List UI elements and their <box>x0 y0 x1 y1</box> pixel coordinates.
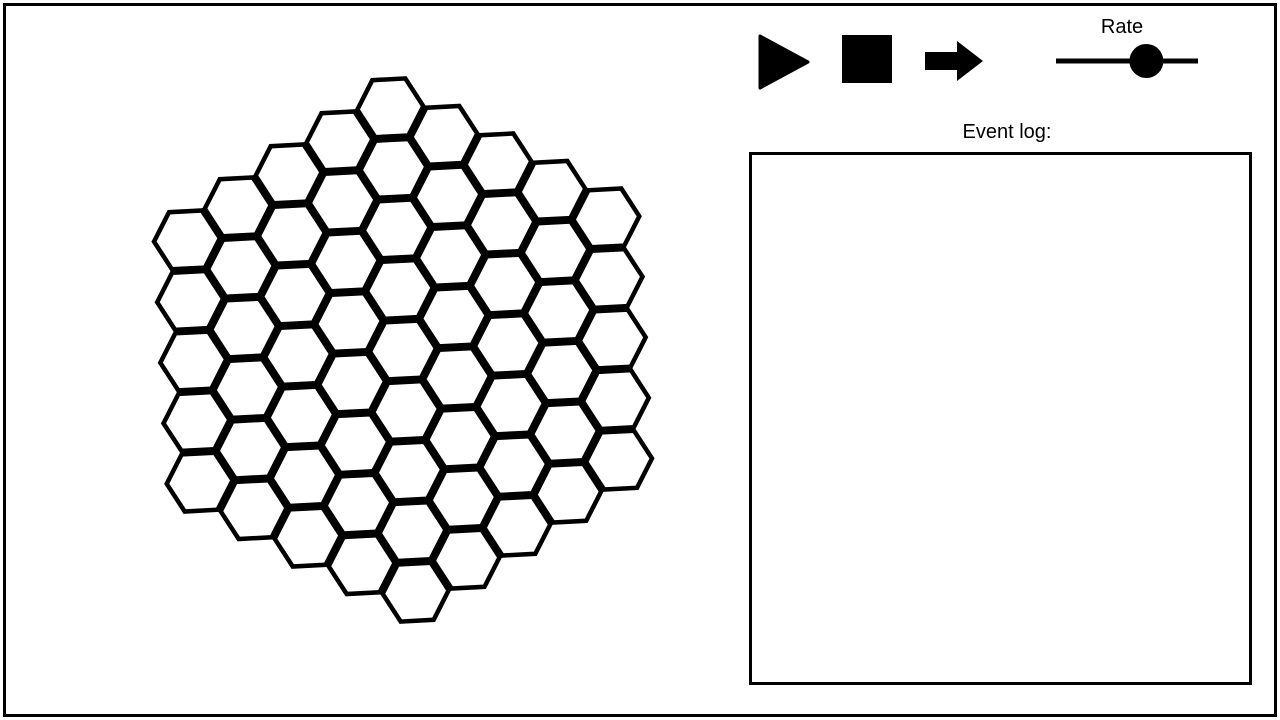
hex-cell[interactable] <box>583 428 655 492</box>
hex-cell[interactable] <box>377 499 449 564</box>
hex-cell[interactable] <box>370 378 442 443</box>
hex-cell[interactable] <box>307 169 379 234</box>
hex-cell[interactable] <box>259 263 331 327</box>
hex-board[interactable] <box>6 6 706 706</box>
hex-cell[interactable] <box>310 230 382 294</box>
hex-cell[interactable] <box>322 472 395 536</box>
hex-cell[interactable] <box>361 197 433 261</box>
hex-cell[interactable] <box>218 477 290 542</box>
hex-cell[interactable] <box>415 224 487 289</box>
hex-cell[interactable] <box>574 246 646 311</box>
hex-cell[interactable] <box>211 356 283 421</box>
hex-cell[interactable] <box>367 318 439 382</box>
hex-cell[interactable] <box>253 142 325 206</box>
hex-cell[interactable] <box>364 257 436 322</box>
hex-cell[interactable] <box>202 175 274 239</box>
app-window: Rate Event log: <box>3 3 1277 717</box>
hex-cell[interactable] <box>154 268 226 333</box>
hex-cell[interactable] <box>262 323 334 388</box>
hex-cell[interactable] <box>529 400 601 465</box>
hex-cell[interactable] <box>319 411 391 476</box>
hex-cell[interactable] <box>303 109 375 173</box>
stop-button[interactable] <box>842 35 892 83</box>
play-icon <box>758 34 810 90</box>
hex-cell[interactable] <box>462 131 534 195</box>
hex-cell[interactable] <box>380 560 452 624</box>
event-log-label: Event log: <box>962 121 1052 143</box>
hex-cell[interactable] <box>523 279 595 344</box>
hex-cell[interactable] <box>427 466 499 531</box>
hex-cell[interactable] <box>164 450 236 514</box>
hex-cell[interactable] <box>475 373 547 437</box>
stop-icon <box>842 35 892 83</box>
hex-cell[interactable] <box>469 252 541 316</box>
hex-cell[interactable] <box>316 351 388 415</box>
hex-cell[interactable] <box>326 532 398 597</box>
hex-cell[interactable] <box>354 76 426 140</box>
hex-cell[interactable] <box>313 290 385 355</box>
hex-cell[interactable] <box>268 444 340 509</box>
rate-label: Rate <box>1100 16 1144 38</box>
hex-cell[interactable] <box>532 461 604 525</box>
hex-cell[interactable] <box>570 186 642 250</box>
hex-cell[interactable] <box>411 164 484 228</box>
hex-cell[interactable] <box>357 136 429 201</box>
hex-cell[interactable] <box>160 389 232 454</box>
hex-cell[interactable] <box>408 103 480 168</box>
hex-cell[interactable] <box>265 384 337 448</box>
hex-cell[interactable] <box>421 345 493 410</box>
hex-cell[interactable] <box>481 494 553 558</box>
hex-cell[interactable] <box>431 527 503 591</box>
hex-cell[interactable] <box>424 406 496 470</box>
event-log[interactable] <box>749 152 1252 685</box>
hex-cell[interactable] <box>472 312 544 377</box>
hex-cell[interactable] <box>256 202 328 267</box>
hex-cell[interactable] <box>520 219 592 283</box>
hex-cell[interactable] <box>580 367 652 432</box>
hex-cell[interactable] <box>272 505 344 569</box>
hex-cell[interactable] <box>516 158 588 223</box>
play-button[interactable] <box>758 34 810 90</box>
rate-slider[interactable] <box>1056 42 1198 80</box>
hex-cell[interactable] <box>205 235 277 300</box>
hex-cell[interactable] <box>418 285 490 349</box>
hex-cell[interactable] <box>577 307 649 371</box>
hex-cell[interactable] <box>466 191 538 256</box>
step-button[interactable] <box>925 39 987 83</box>
arrow-right-icon <box>925 41 983 81</box>
hex-cell[interactable] <box>214 417 286 481</box>
hex-cell[interactable] <box>208 296 280 360</box>
hex-cell[interactable] <box>157 329 229 393</box>
hex-cell[interactable] <box>151 208 223 272</box>
rate-slider-thumb[interactable] <box>1129 44 1164 78</box>
hex-cell[interactable] <box>478 433 550 498</box>
hex-cell[interactable] <box>526 340 598 404</box>
hex-cell[interactable] <box>373 439 445 503</box>
